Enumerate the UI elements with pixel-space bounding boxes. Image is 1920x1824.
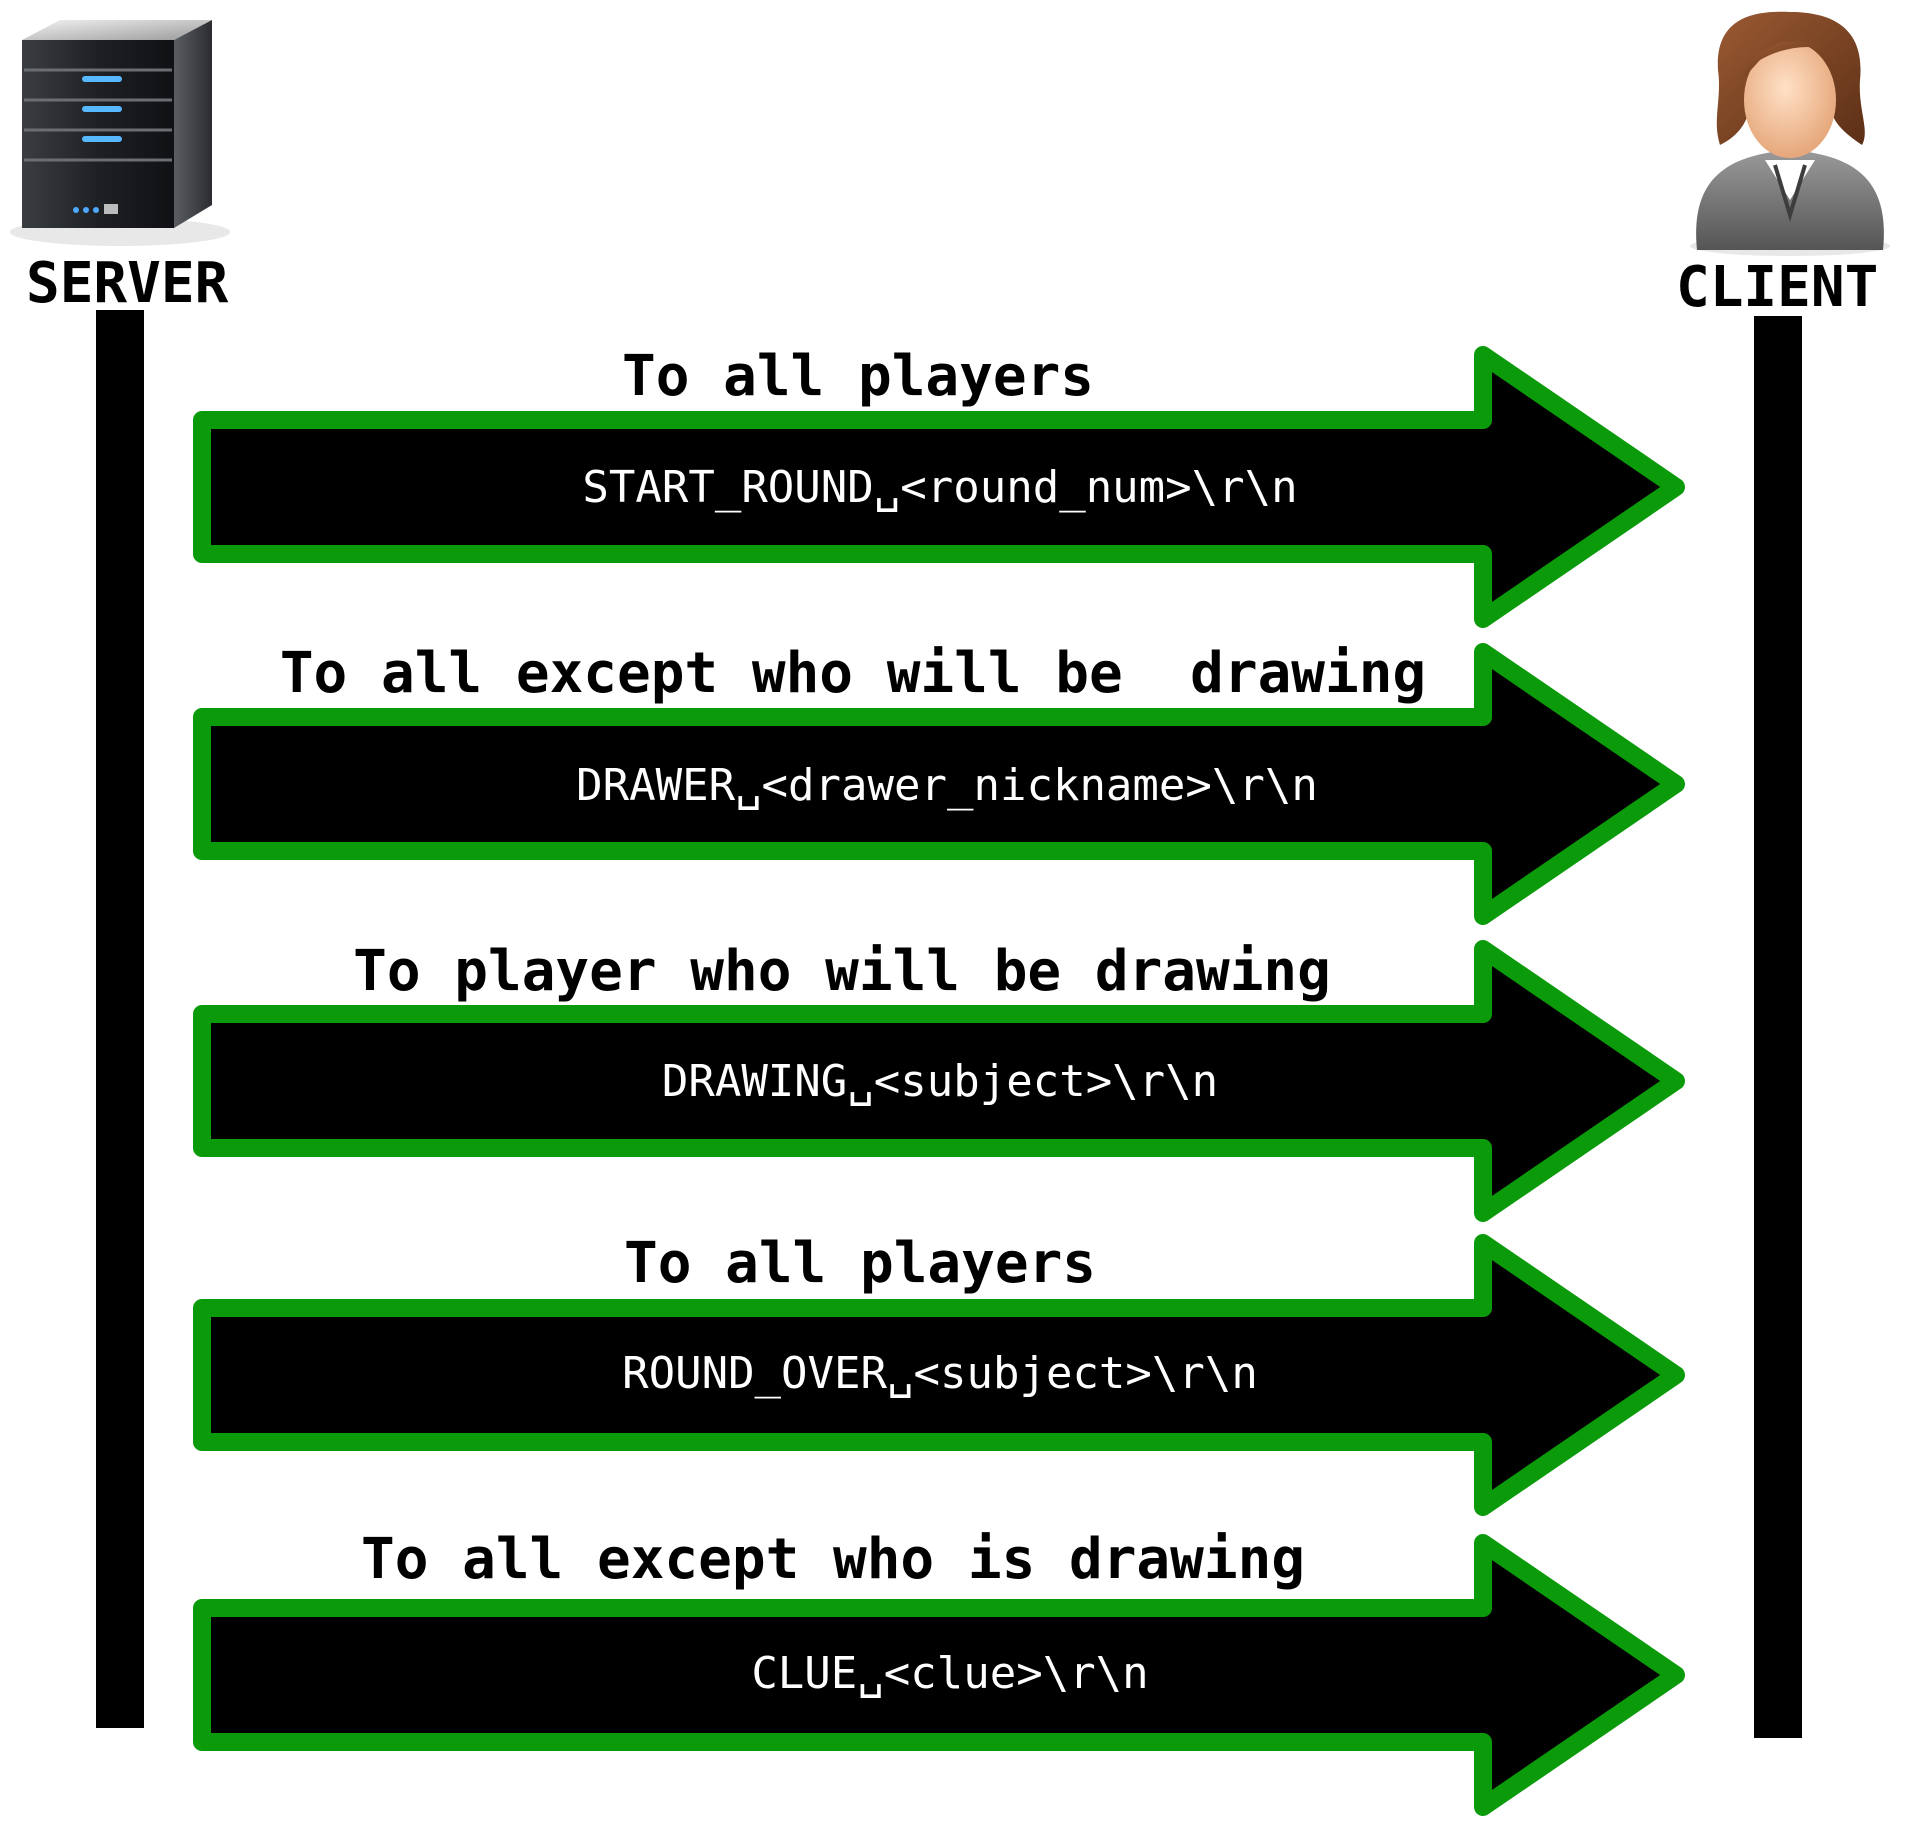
message-text: START_ROUND␣<round_num>\r\n (582, 462, 1297, 513)
user-avatar-icon (1690, 11, 1890, 256)
arrow-shape (193, 1534, 1685, 1816)
message-arrow: To all players START_ROUND␣<round_num>\r… (193, 344, 1685, 628)
client-label: CLIENT (1676, 255, 1878, 320)
server-tower-icon (10, 20, 230, 246)
message-arrow: To all except who will be drawing DRAWER… (193, 641, 1685, 925)
message-text: DRAWING␣<subject>\r\n (662, 1056, 1218, 1107)
message-caption: To player who will be drawing (353, 939, 1331, 1004)
arrow-shape (193, 1234, 1685, 1516)
server-lifeline (96, 310, 144, 1728)
message-caption: To all except who is drawing (361, 1527, 1305, 1592)
arrow-shape (193, 940, 1685, 1222)
message-caption: To all except who will be drawing (280, 641, 1426, 706)
message-caption: To all players (624, 1231, 1096, 1296)
server-label: SERVER (26, 251, 229, 316)
message-text: CLUE␣<clue>\r\n (751, 1648, 1148, 1699)
arrow-shape (193, 346, 1685, 628)
message-text: DRAWER␣<drawer_nickname>\r\n (576, 760, 1318, 811)
message-arrow: To all players ROUND_OVER␣<subject>\r\n (193, 1231, 1685, 1516)
message-caption: To all players (622, 344, 1094, 409)
message-arrow: To player who will be drawing DRAWING␣<s… (193, 939, 1685, 1222)
message-arrow: To all except who is drawing CLUE␣<clue>… (193, 1527, 1685, 1816)
client-lifeline (1754, 316, 1802, 1738)
message-text: ROUND_OVER␣<subject>\r\n (622, 1348, 1258, 1399)
arrow-shape (193, 643, 1685, 925)
